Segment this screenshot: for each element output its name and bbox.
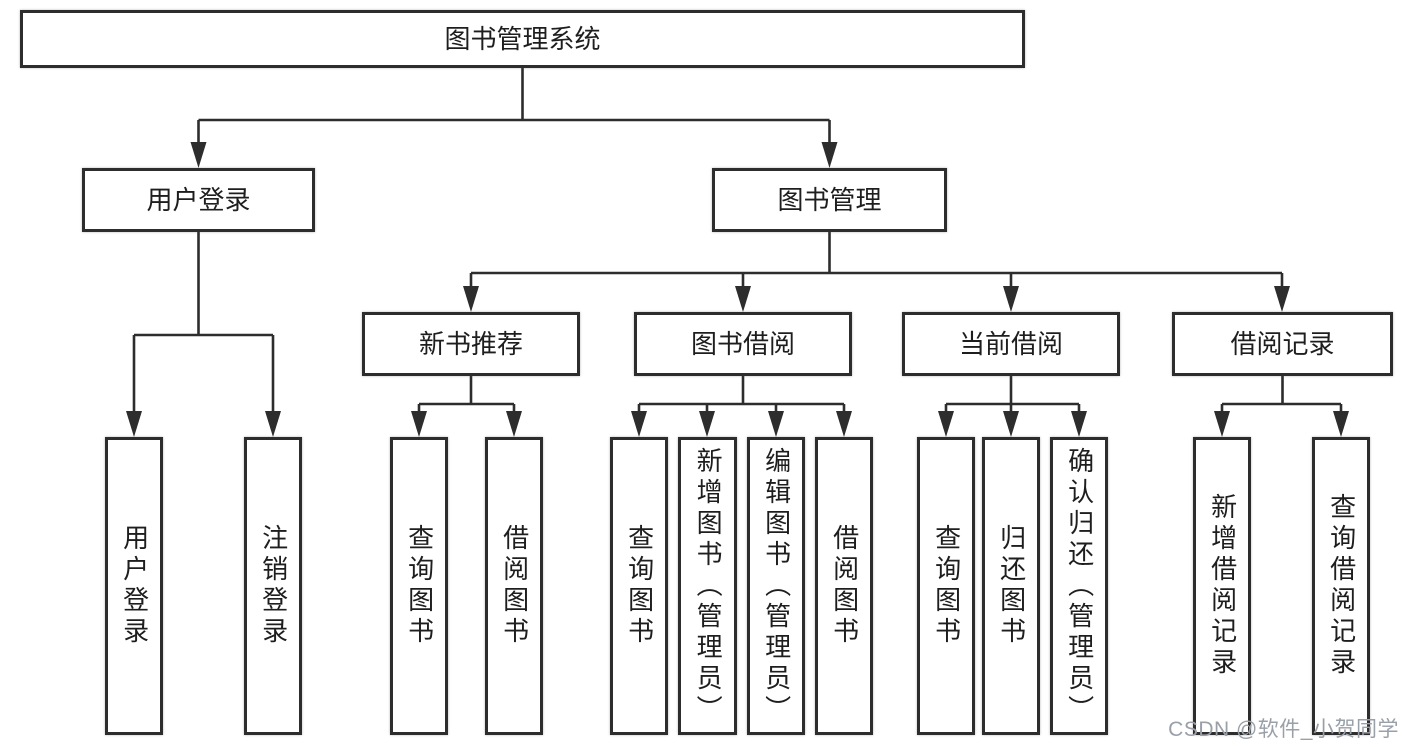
node-label: 查询图书 <box>931 524 962 648</box>
arrow-down-icon <box>506 411 522 437</box>
connector-current-borrowing-children <box>938 376 1087 437</box>
node-leaf-query-borrow-record: 查询借阅记录 <box>1312 437 1370 735</box>
node-current-borrowing: 当前借阅 <box>902 312 1120 376</box>
arrow-down-icon <box>735 286 751 312</box>
arrow-down-icon <box>126 411 142 437</box>
node-borrowing-records: 借阅记录 <box>1172 312 1393 376</box>
node-label: 确认归还（管理员） <box>1064 446 1095 726</box>
node-leaf-user-login: 用户登录 <box>105 437 163 735</box>
node-leaf-confirm-return-admin: 确认归还（管理员） <box>1050 437 1108 735</box>
node-leaf-query-books-3: 查询图书 <box>917 437 975 735</box>
arrow-down-icon <box>1333 411 1349 437</box>
node-leaf-logout: 注销登录 <box>244 437 302 735</box>
arrow-down-icon <box>768 411 784 437</box>
arrow-down-icon <box>821 142 838 168</box>
arrow-down-icon <box>1214 411 1230 437</box>
node-root-library-system: 图书管理系统 <box>20 10 1025 68</box>
node-label: 当前借阅 <box>958 329 1063 359</box>
node-label: 借阅记录 <box>1230 329 1335 359</box>
connector-root-to-level2 <box>190 68 838 168</box>
connector-book-management-children <box>463 232 1290 312</box>
node-label: 新书推荐 <box>418 329 523 359</box>
node-label: 图书管理系统 <box>444 24 601 54</box>
connector-user-login-children <box>126 232 281 437</box>
node-label: 借阅图书 <box>829 524 860 648</box>
node-leaf-borrow-books-1: 借阅图书 <box>485 437 543 735</box>
node-user-login-branch: 用户登录 <box>82 168 315 232</box>
node-book-borrowing: 图书借阅 <box>634 312 852 376</box>
arrow-down-icon <box>1003 286 1019 312</box>
node-label: 归还图书 <box>996 524 1027 648</box>
node-leaf-return-books: 归还图书 <box>982 437 1040 735</box>
node-label: 编辑图书（管理员） <box>761 446 792 726</box>
node-label: 图书借阅 <box>690 329 795 359</box>
node-label: 查询图书 <box>624 524 655 648</box>
node-label: 图书管理 <box>777 185 882 215</box>
arrow-down-icon <box>699 411 715 437</box>
node-leaf-edit-books-admin: 编辑图书（管理员） <box>747 437 805 735</box>
node-leaf-add-borrow-record: 新增借阅记录 <box>1193 437 1251 735</box>
node-book-management: 图书管理 <box>712 168 947 232</box>
node-label: 借阅图书 <box>499 524 530 648</box>
arrow-down-icon <box>1071 411 1087 437</box>
arrow-down-icon <box>1003 411 1019 437</box>
node-leaf-borrow-books-2: 借阅图书 <box>815 437 873 735</box>
connector-borrowing-records-children <box>1214 376 1349 437</box>
node-leaf-query-books-2: 查询图书 <box>610 437 668 735</box>
arrow-down-icon <box>190 142 207 168</box>
arrow-down-icon <box>836 411 852 437</box>
node-label: 用户登录 <box>119 524 150 648</box>
node-label: 注销登录 <box>258 524 289 648</box>
node-new-book-recommendation: 新书推荐 <box>362 312 580 376</box>
arrow-down-icon <box>1274 286 1290 312</box>
connector-new-book-children <box>411 376 522 437</box>
node-label: 用户登录 <box>146 185 251 215</box>
arrow-down-icon <box>938 411 954 437</box>
arrow-down-icon <box>631 411 647 437</box>
arrow-down-icon <box>265 411 281 437</box>
node-label: 新增借阅记录 <box>1207 493 1238 679</box>
node-leaf-add-books-admin: 新增图书（管理员） <box>678 437 737 735</box>
connector-book-borrowing-children <box>631 376 852 437</box>
node-label: 查询借阅记录 <box>1326 493 1357 679</box>
arrow-down-icon <box>463 286 479 312</box>
arrow-down-icon <box>411 411 427 437</box>
node-leaf-query-books-1: 查询图书 <box>390 437 448 735</box>
node-label: 新增图书（管理员） <box>693 446 724 726</box>
node-label: 查询图书 <box>404 524 435 648</box>
